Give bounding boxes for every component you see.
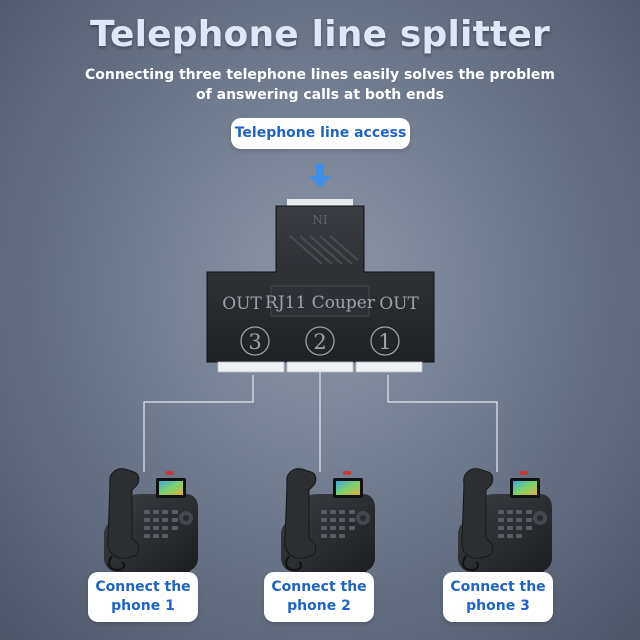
phone-3-label-line-2: phone 3	[466, 598, 530, 614]
out-label-right: OUT	[379, 294, 419, 314]
page-title: Telephone line splitter	[90, 14, 550, 55]
rj11-splitter: NI RJ11 Couper OUT OUT 3 2 1	[206, 199, 435, 373]
input-port-label: NI	[312, 213, 328, 227]
subtitle-line-1: Connecting three telephone lines easily …	[84, 67, 556, 83]
port-number-3: 3	[248, 330, 261, 354]
model-label: RJ11 Couper	[265, 293, 376, 313]
output-port-3	[217, 361, 285, 373]
phone-3-label-line-1: Connect the	[450, 579, 546, 595]
phone-3-label: Connect the phone 3	[443, 572, 553, 622]
phone-1-label: Connect the phone 1	[88, 572, 198, 622]
phone-1-label-line-1: Connect the	[95, 579, 191, 595]
phone-3-icon	[457, 467, 553, 579]
phone-2-label: Connect the phone 2	[264, 572, 374, 622]
line-access-label: Telephone line access	[231, 118, 410, 149]
phone-2-icon	[280, 467, 376, 579]
down-arrow-icon	[309, 164, 331, 188]
line-phone-1	[143, 375, 254, 472]
port-number-2: 2	[313, 330, 326, 354]
phone-1-icon	[103, 467, 199, 579]
port-number-1: 1	[378, 330, 391, 354]
phone-2-label-line-1: Connect the	[271, 579, 367, 595]
output-port-1	[355, 361, 423, 373]
phone-1-label-line-2: phone 1	[111, 598, 175, 614]
page-subtitle: Connecting three telephone lines easily …	[80, 65, 560, 105]
out-label-left: OUT	[222, 294, 262, 314]
connection-lines	[143, 372, 498, 472]
subtitle-line-2: of answering calls at both ends	[196, 87, 444, 103]
line-phone-3	[387, 375, 498, 472]
output-port-2	[286, 361, 354, 373]
phone-2-label-line-2: phone 2	[287, 598, 351, 614]
